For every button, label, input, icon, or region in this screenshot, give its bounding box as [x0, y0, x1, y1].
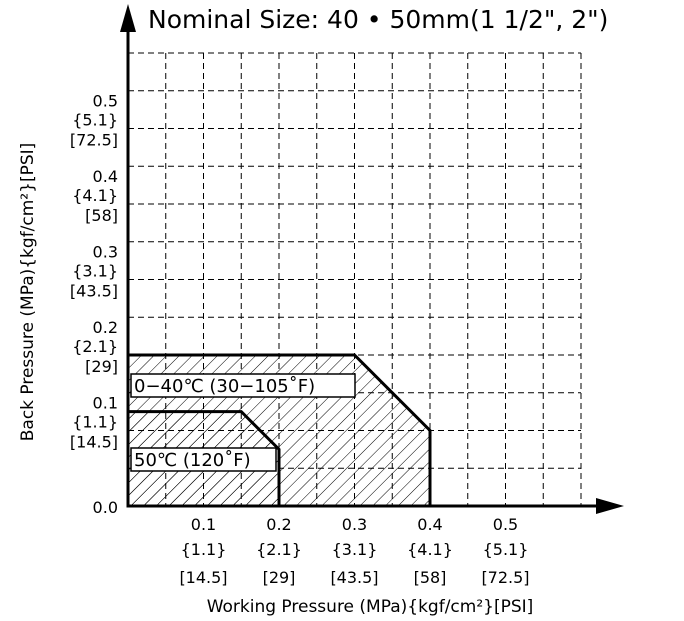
x-tick-label-kgf: {5.1}	[483, 540, 529, 559]
y-tick-label-psi: [14.5]	[70, 433, 118, 452]
y-tick-label-psi: [58]	[85, 206, 118, 225]
y-tick-label-mpa: 0.5	[93, 92, 118, 111]
chart-title: Nominal Size: 40 • 50mm(1 1/2", 2")	[148, 5, 608, 34]
y-tick-label-mpa: 0.4	[93, 167, 118, 186]
y-tick-label-psi: [29]	[85, 357, 118, 376]
region-label: 50℃ (120˚F)	[134, 450, 251, 471]
x-tick-label-kgf: {1.1}	[181, 540, 227, 559]
y-tick-label-mpa: 0.2	[93, 318, 118, 337]
x-tick-label-kgf: {2.1}	[256, 540, 302, 559]
y-axis-arrow	[120, 4, 136, 32]
x-tick-label-kgf: {3.1}	[332, 540, 378, 559]
y-axis-label: Back Pressure (MPa){kgf/cm²}[PSI]	[18, 143, 38, 442]
x-tick-label-psi: [29]	[263, 568, 296, 587]
regions: 0−40℃ (30−105˚F) 50℃ (120˚F)	[126, 353, 432, 508]
y-tick-label-kgf: {2.1}	[72, 337, 118, 356]
region-label: 0−40℃ (30−105˚F)	[134, 376, 315, 397]
x-tick-label-mpa: 0.1	[191, 515, 216, 534]
axes	[120, 4, 624, 514]
x-tick-label-mpa: 0.2	[266, 515, 291, 534]
y-tick-label-kgf: {1.1}	[72, 413, 118, 432]
x-axis-arrow	[596, 498, 624, 514]
x-tick-label-mpa: 0.3	[342, 515, 367, 534]
x-axis-label: Working Pressure (MPa){kgf/cm²}[PSI]	[207, 597, 534, 617]
y-tick-label-kgf: {3.1}	[72, 262, 118, 281]
x-tick-label-psi: [14.5]	[179, 568, 227, 587]
x-tick-label-psi: [58]	[414, 568, 447, 587]
x-tick-label-psi: [43.5]	[330, 568, 378, 587]
y-tick-label-kgf: {4.1}	[72, 186, 118, 205]
labels: 0.1{1.1}[14.5]0.2{2.1}[29]0.3{3.1}[43.5]…	[70, 92, 530, 588]
region-label-box	[130, 373, 356, 398]
x-tick-label-mpa: 0.4	[417, 515, 442, 534]
y-tick-label-mpa: 0.3	[93, 243, 118, 262]
region-label-box	[130, 447, 277, 472]
y-tick-label-psi: [72.5]	[70, 131, 118, 150]
x-tick-label-mpa: 0.5	[493, 515, 518, 534]
y-tick-label-kgf: {5.1}	[72, 111, 118, 130]
x-tick-label-psi: [72.5]	[481, 568, 529, 587]
x-tick-label-kgf: {4.1}	[407, 540, 453, 559]
y-tick-label-psi: [43.5]	[70, 282, 118, 301]
origin-label: 0.0	[93, 498, 118, 517]
y-tick-label-mpa: 0.1	[93, 394, 118, 413]
